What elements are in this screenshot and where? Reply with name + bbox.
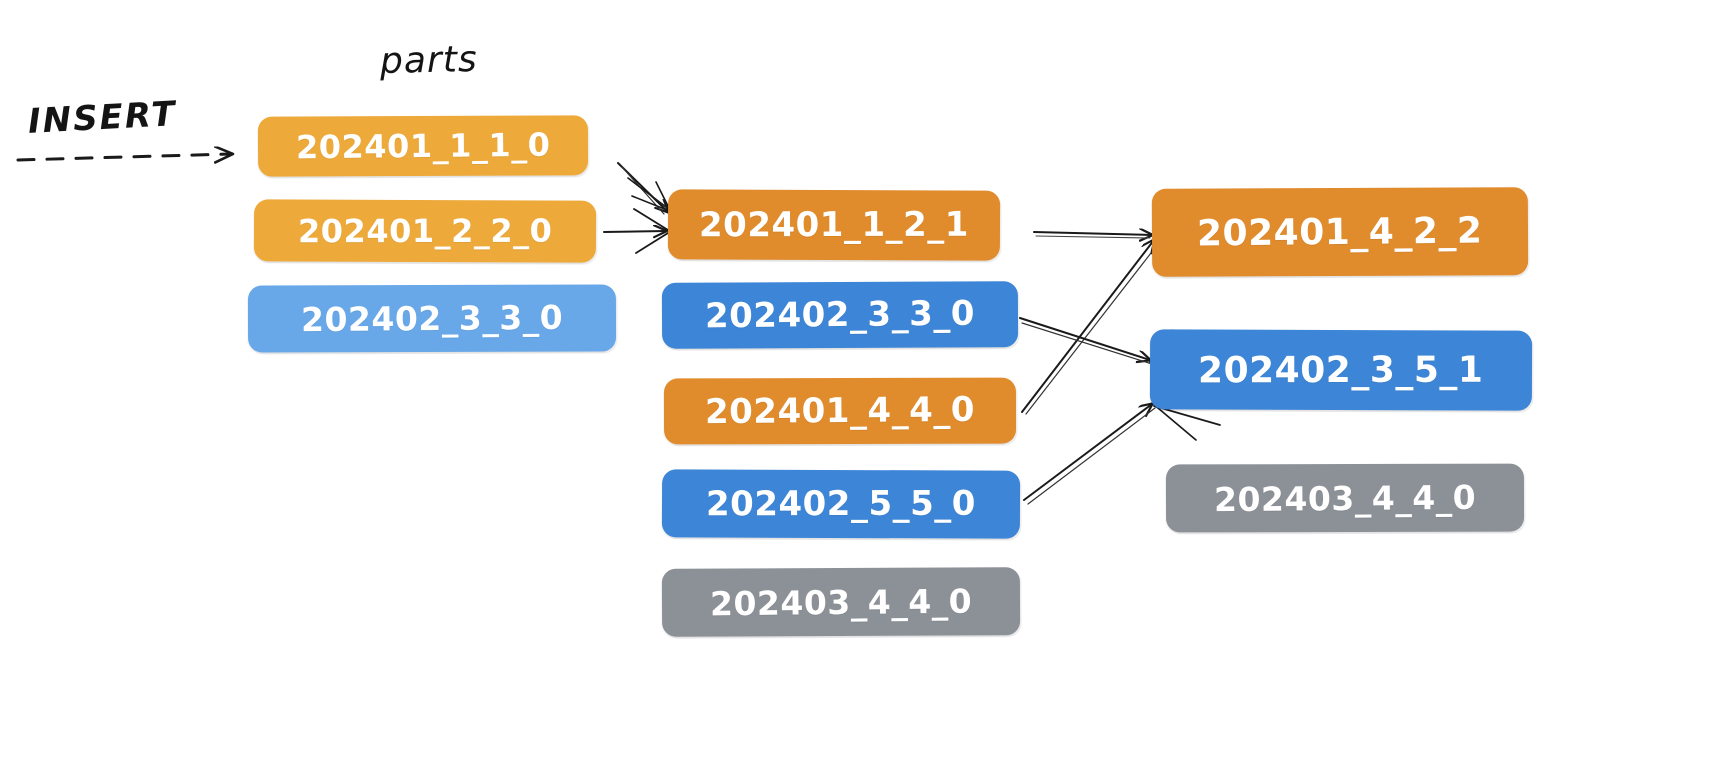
edge-1-1-0-fan (627, 177, 673, 213)
part-box-202403-4-4-0-col3[interactable]: 202403_4_4_0 (1165, 463, 1525, 533)
part-label: 202402_3_5_1 (1198, 349, 1484, 391)
edge-4-4-0-to-4-2-2 (1021, 240, 1159, 415)
edge-insert-to-part (16, 154, 232, 160)
part-box-202401-1-2-1[interactable]: 202401_1_2_1 (667, 189, 1001, 261)
edge-1-2-1-to-4-2-2 (1033, 232, 1152, 238)
part-label: 202401_2_2_0 (297, 211, 553, 251)
part-box-202401-1-1-0[interactable]: 202401_1_1_0 (257, 115, 589, 177)
part-box-202403-4-4-0-col2[interactable]: 202403_4_4_0 (661, 567, 1021, 637)
part-label: 202401_1_2_1 (698, 204, 969, 246)
part-box-202402-3-3-0-col2[interactable]: 202402_3_3_0 (661, 281, 1019, 349)
part-label: 202402_5_5_0 (705, 483, 976, 525)
part-label: 202403_4_4_0 (709, 581, 973, 623)
part-box-202402-5-5-0[interactable]: 202402_5_5_0 (661, 469, 1021, 539)
part-box-202401-4-2-2[interactable]: 202401_4_2_2 (1151, 187, 1529, 277)
part-box-202401-2-2-0[interactable]: 202401_2_2_0 (253, 199, 597, 263)
edge-3-3-0-to-3-5-1 (1019, 317, 1153, 365)
part-box-202402-3-5-1[interactable]: 202402_3_5_1 (1149, 329, 1533, 411)
part-box-202402-3-3-0-col1[interactable]: 202402_3_3_0 (247, 284, 617, 353)
part-label: 202402_3_3_0 (704, 293, 976, 337)
part-label: 202401_4_2_2 (1197, 210, 1483, 254)
part-label: 202403_4_4_0 (1213, 477, 1477, 519)
edge-2-2-0-to-1-2-1 (603, 208, 669, 254)
part-label: 202401_4_4_0 (704, 389, 976, 433)
part-label: 202401_1_1_0 (295, 125, 551, 167)
parts-title: parts (379, 38, 479, 83)
edge-1-1-0-to-1-2-1 (617, 162, 668, 215)
insert-label: INSERT (27, 94, 178, 142)
part-label: 202402_3_3_0 (300, 297, 564, 340)
part-box-202401-4-4-0[interactable]: 202401_4_4_0 (663, 377, 1017, 445)
edge-5-5-0-to-3-5-1 (1023, 404, 1156, 505)
